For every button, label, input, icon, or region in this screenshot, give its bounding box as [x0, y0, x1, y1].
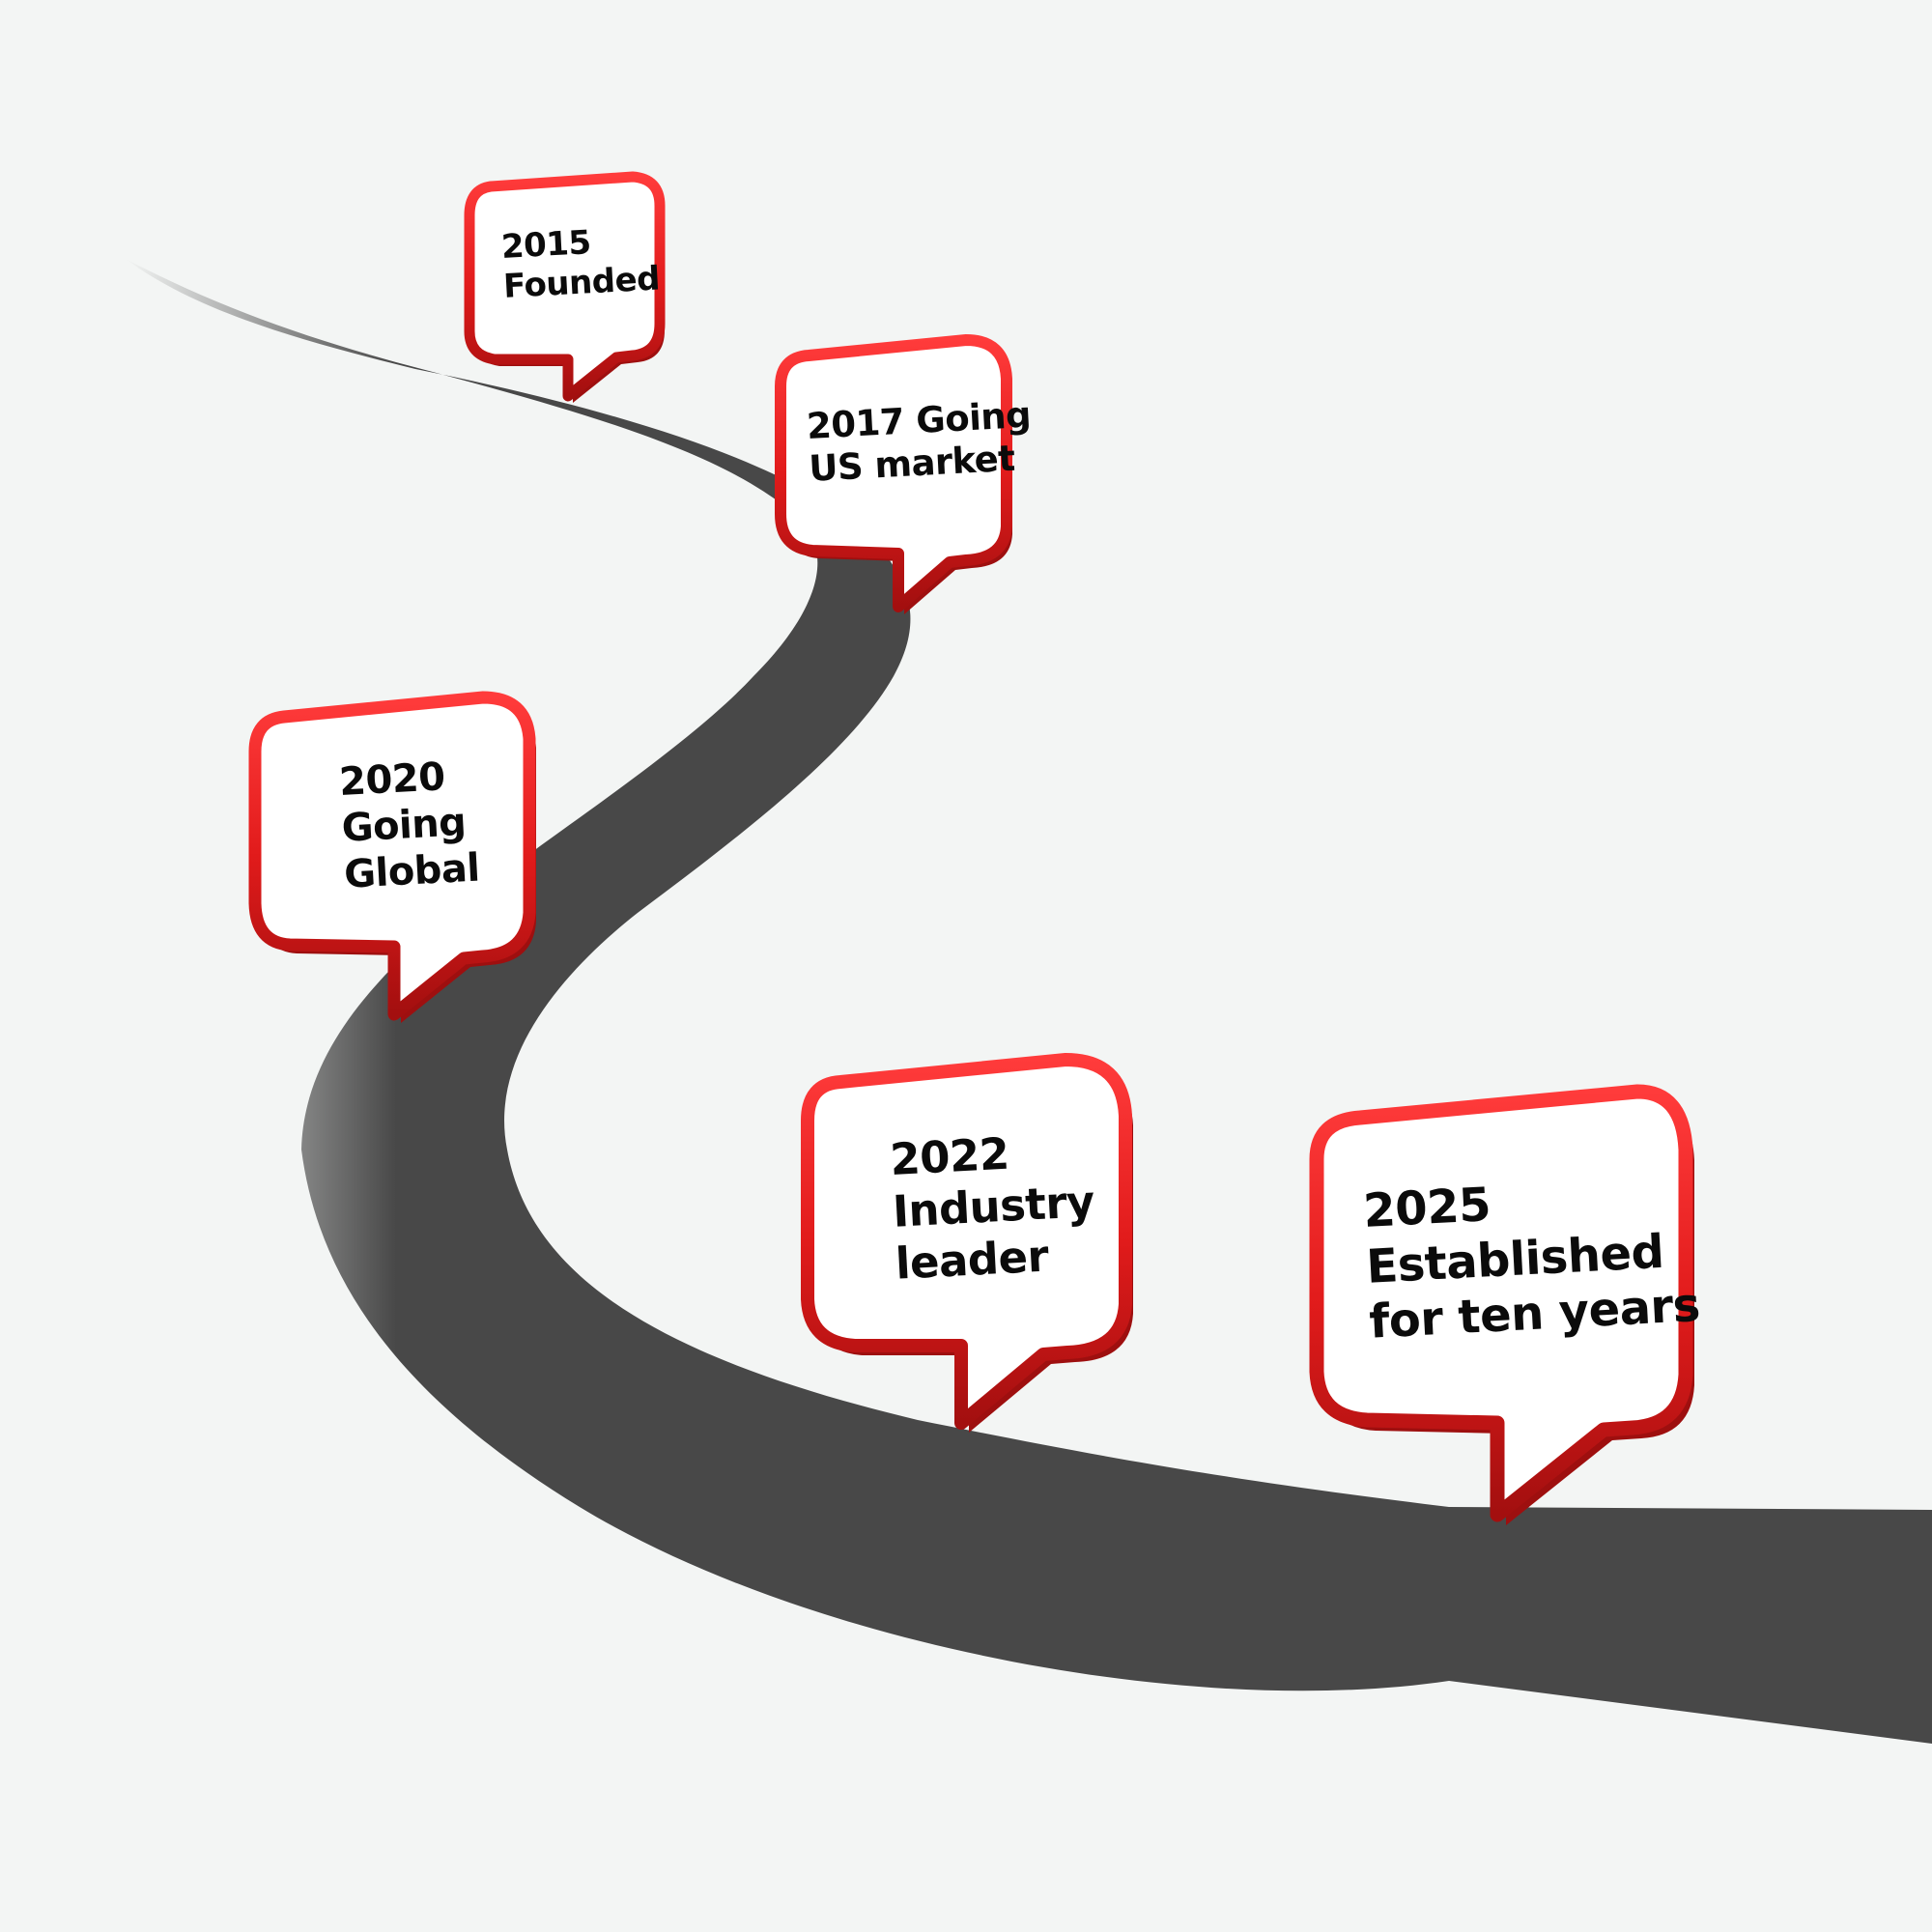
milestone-bubble-2022 [801, 1053, 1133, 1433]
milestone-bubble-2015 [464, 171, 666, 403]
milestone-label-2015: 2015 Founded [500, 220, 661, 307]
winding-road [126, 259, 1932, 1744]
milestone-line: Industry [891, 1175, 1096, 1237]
milestone-label-2025: 2025 Established for ten years [1362, 1167, 1701, 1350]
milestone-bubble-2017 [775, 334, 1012, 614]
milestone-bubble-2020 [248, 691, 536, 1023]
milestone-line: Global [343, 845, 481, 897]
milestone-label-2020: 2020 Going Global [338, 753, 481, 898]
milestone-line: leader [894, 1230, 1050, 1290]
milestone-line: 2020 [338, 754, 446, 805]
milestone-line: Founded [502, 259, 661, 306]
milestone-bubble-2025 [1309, 1084, 1694, 1525]
milestone-label-2017: 2017 Going US market [806, 394, 1035, 492]
milestone-label-2022: 2022 Industry leader [889, 1123, 1098, 1291]
milestone-line: Going [340, 800, 468, 851]
